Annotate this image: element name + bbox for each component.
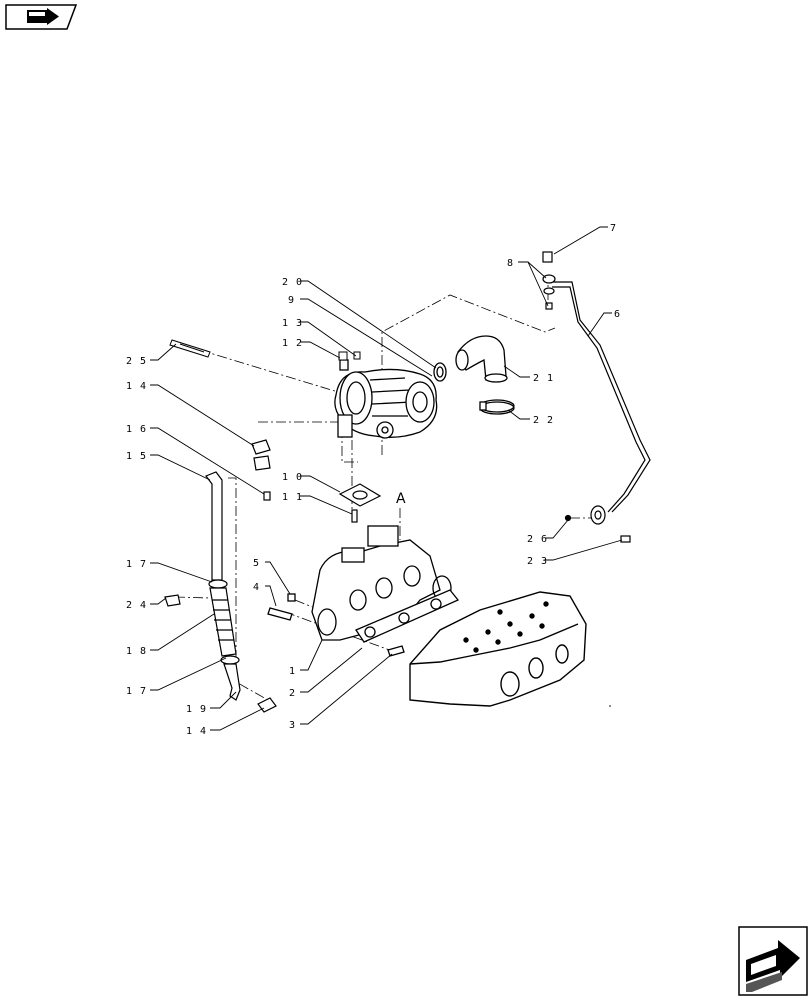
next-page-button[interactable] xyxy=(738,926,808,996)
callout-24: 2 4 xyxy=(126,600,147,611)
callout-8: 8 xyxy=(507,258,514,269)
callout-19: 1 9 xyxy=(186,704,207,715)
callout-25: 2 5 xyxy=(126,356,147,367)
stray-mark xyxy=(609,705,611,707)
callout-16: 1 6 xyxy=(126,424,147,435)
cylinder-head-part xyxy=(409,591,587,707)
section-marker-a: A xyxy=(396,491,406,507)
turbocharger-part xyxy=(334,359,438,439)
back-arrow-icon xyxy=(5,4,78,30)
drain-pipe-part xyxy=(164,439,277,713)
callout-15: 1 5 xyxy=(126,451,147,462)
callout-17-upper: 1 7 xyxy=(126,559,147,570)
callout-12: 1 2 xyxy=(282,338,303,349)
callout-14-upper: 1 4 xyxy=(126,381,147,392)
callout-5: 5 xyxy=(253,558,260,569)
callout-22: 2 2 xyxy=(533,415,554,426)
callout-13: 1 3 xyxy=(282,318,303,329)
callout-2: 2 xyxy=(289,688,296,699)
leader-lines xyxy=(150,226,623,731)
callout-23: 2 3 xyxy=(527,556,548,567)
oil-line-part xyxy=(542,251,651,543)
previous-page-button[interactable] xyxy=(5,4,78,30)
callout-7: 7 xyxy=(610,223,617,234)
bolt-nut-parts xyxy=(338,351,361,361)
callout-6: 6 xyxy=(614,309,621,320)
callout-26: 2 6 xyxy=(527,534,548,545)
stud-bolt-part xyxy=(169,339,211,358)
elbow-hose-part xyxy=(433,335,515,415)
callout-10: 1 0 xyxy=(282,472,303,483)
callout-14-lower: 1 4 xyxy=(186,726,207,737)
forward-arrow-icon xyxy=(738,926,808,996)
callout-4: 4 xyxy=(253,582,260,593)
callout-20: 2 0 xyxy=(282,277,303,288)
callout-11: 1 1 xyxy=(282,492,303,503)
callout-3: 3 xyxy=(289,720,296,731)
callout-17-lower: 1 7 xyxy=(126,686,147,697)
callout-21: 2 1 xyxy=(533,373,554,384)
exhaust-manifold-part xyxy=(267,525,460,657)
callout-1: 1 xyxy=(289,666,296,677)
callout-9: 9 xyxy=(288,295,295,306)
callout-18: 1 8 xyxy=(126,646,147,657)
callout-labels: 2 0 9 1 3 1 2 2 5 1 4 1 6 1 5 1 0 1 1 5 … xyxy=(126,223,621,737)
gasket-part xyxy=(338,483,382,523)
